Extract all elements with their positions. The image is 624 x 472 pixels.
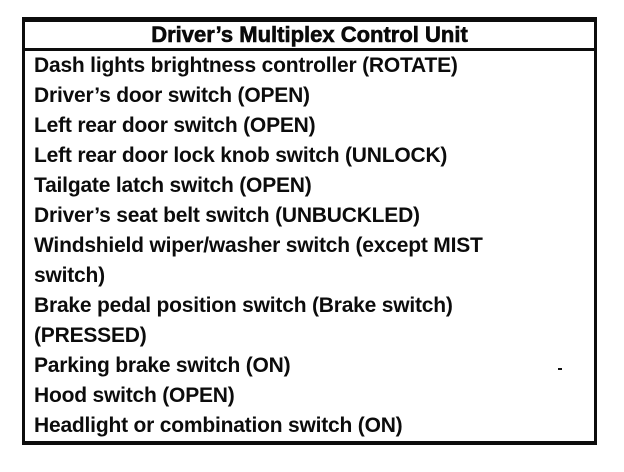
table-title: Driver’s Multiplex Control Unit: [25, 22, 594, 51]
table-row: Headlight or combination switch (ON): [34, 414, 403, 437]
scan-artifact: [558, 368, 562, 370]
table-row: Left rear door switch (OPEN): [34, 114, 316, 137]
table-row: Left rear door lock knob switch (UNLOCK): [34, 144, 448, 167]
table-body: Dash lights brightness controller (ROTAT…: [25, 51, 594, 441]
table-row: Tailgate latch switch (OPEN): [34, 174, 312, 197]
table-row: Driver’s door switch (OPEN): [34, 84, 310, 107]
table-row: Driver’s seat belt switch (UNBUCKLED): [34, 204, 420, 227]
table-row: Hood switch (OPEN): [34, 384, 235, 407]
table-row: Parking brake switch (ON): [34, 354, 291, 377]
table-row: Windshield wiper/washer switch (except M…: [34, 234, 483, 287]
table-row: Dash lights brightness controller (ROTAT…: [34, 54, 458, 77]
table-row: Brake pedal position switch (Brake switc…: [34, 294, 453, 347]
multiplex-control-unit-table: Driver’s Multiplex Control Unit Dash lig…: [22, 17, 597, 445]
